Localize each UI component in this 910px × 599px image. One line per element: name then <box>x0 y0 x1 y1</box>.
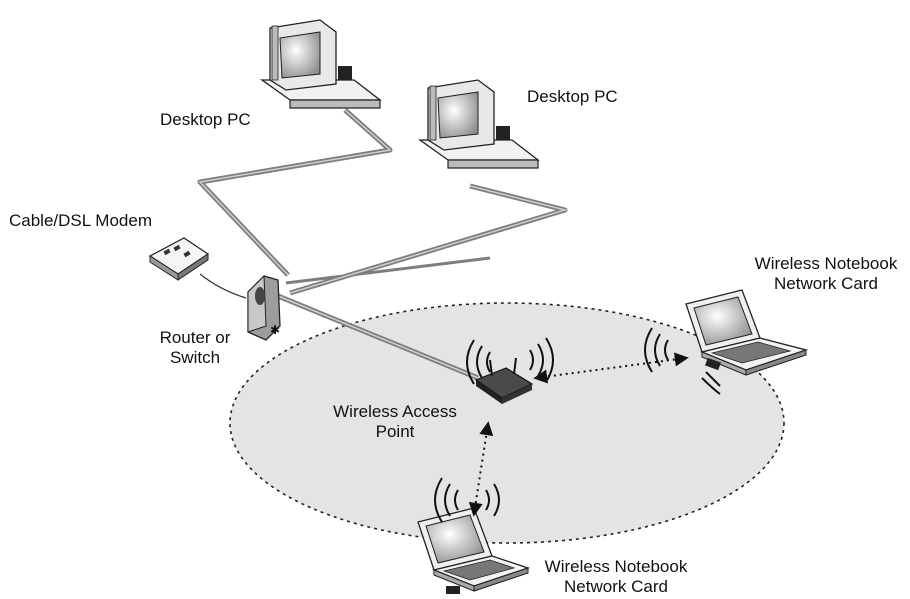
desktop-pc-label: Desktop PC <box>160 110 251 129</box>
cable-highlights <box>198 109 568 379</box>
notebook-bottom-label: Wireless Notebook Network Card <box>532 557 700 597</box>
cable-extra <box>285 256 491 285</box>
desktop-pc-icon <box>259 19 382 109</box>
router-icon: ✱ <box>247 274 281 341</box>
modem-icon <box>148 237 210 281</box>
link-arrow-right-notebook <box>533 352 689 384</box>
notebook-bottom-label-line1: Wireless Notebook <box>544 557 688 576</box>
modem-cable <box>199 273 247 299</box>
notebook-icon <box>417 507 531 594</box>
notebook-right-label: Wireless Notebook Network Card <box>742 254 910 294</box>
desktop-pc-icon <box>417 79 540 169</box>
wireless-signal-icon <box>434 477 500 523</box>
notebook-right-label-line1: Wireless Notebook <box>754 254 898 273</box>
access-point-label: Wireless Access Point <box>330 402 460 442</box>
notebook-right-label-line2: Network Card <box>774 274 878 293</box>
svg-text:✱: ✱ <box>270 323 280 337</box>
access-point-label-line1: Wireless Access <box>333 402 457 421</box>
notebook-bottom-label-line2: Network Card <box>564 577 668 596</box>
router-label-line2: Switch <box>169 348 221 367</box>
modem-label: Cable/DSL Modem <box>9 211 152 230</box>
notebook-icon <box>685 289 809 376</box>
wireless-access-point-icon <box>474 357 534 404</box>
router-label: Router or Switch <box>150 328 240 368</box>
router-label-line1: Router or <box>159 328 231 347</box>
desktop-pc-label: Desktop PC <box>527 87 618 106</box>
access-point-label-line2: Point <box>375 422 415 441</box>
cable-desktop-1 <box>197 108 393 277</box>
